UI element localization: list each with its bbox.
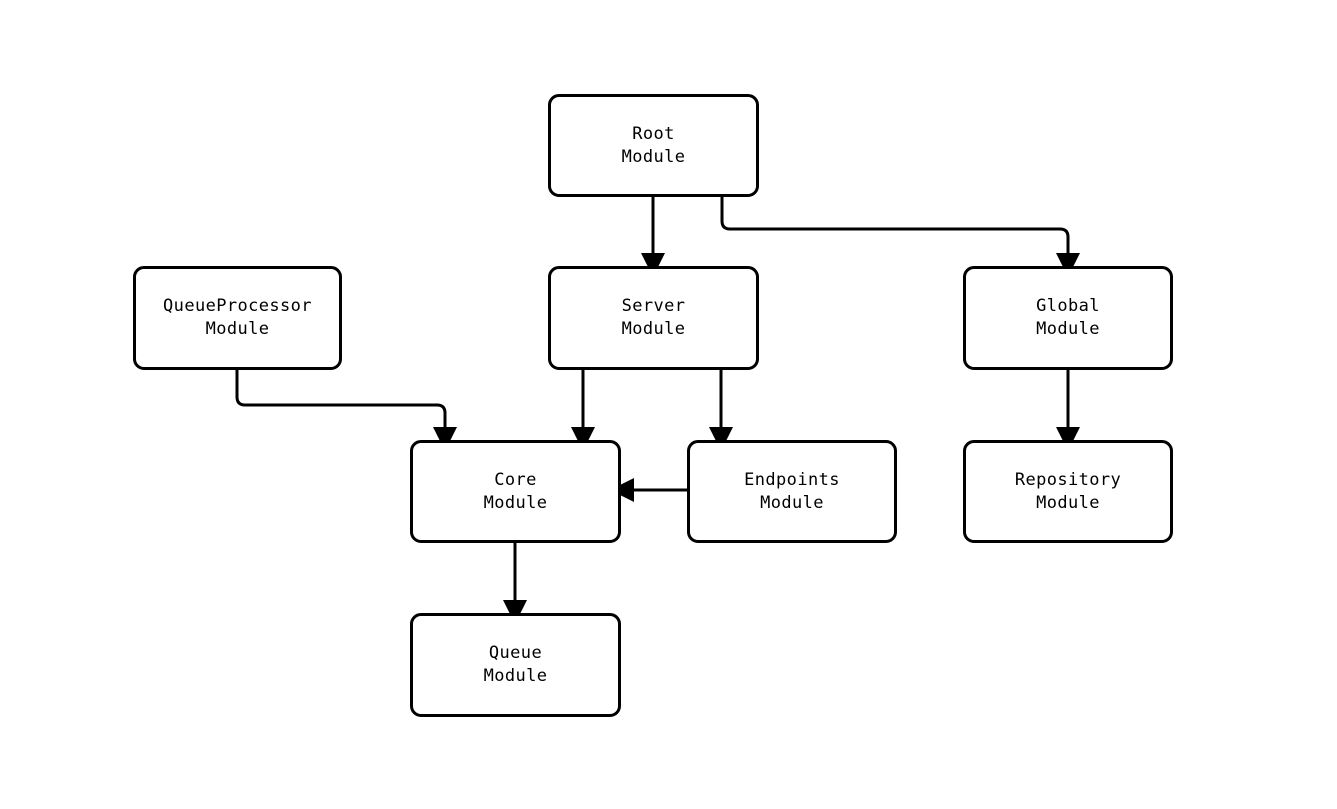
edge-queueprocessor-core xyxy=(235,370,457,451)
node-label-primary: Core xyxy=(494,469,537,490)
node-label-primary: Global xyxy=(1036,296,1100,316)
node-label-primary: Queue xyxy=(488,643,543,663)
node-label-secondary: Module xyxy=(483,666,548,686)
node-label-secondary: Module xyxy=(1036,319,1100,339)
node-label-secondary: Module xyxy=(621,319,686,339)
node-label-primary: Server xyxy=(621,296,686,316)
node-label-secondary: Module xyxy=(621,146,686,167)
node-label-secondary: Module xyxy=(483,492,548,513)
node-label-secondary: Module xyxy=(205,319,270,339)
node-label-primary: Endpoints xyxy=(744,469,840,490)
node-label-secondary: Module xyxy=(1036,492,1100,513)
node-label-primary: QueueProcessor xyxy=(163,296,312,316)
node-label-primary: Repository xyxy=(1014,469,1122,490)
node-label-primary: Root xyxy=(632,123,675,144)
node-label-secondary: Module xyxy=(760,492,824,513)
edge-root-global xyxy=(720,197,1080,277)
